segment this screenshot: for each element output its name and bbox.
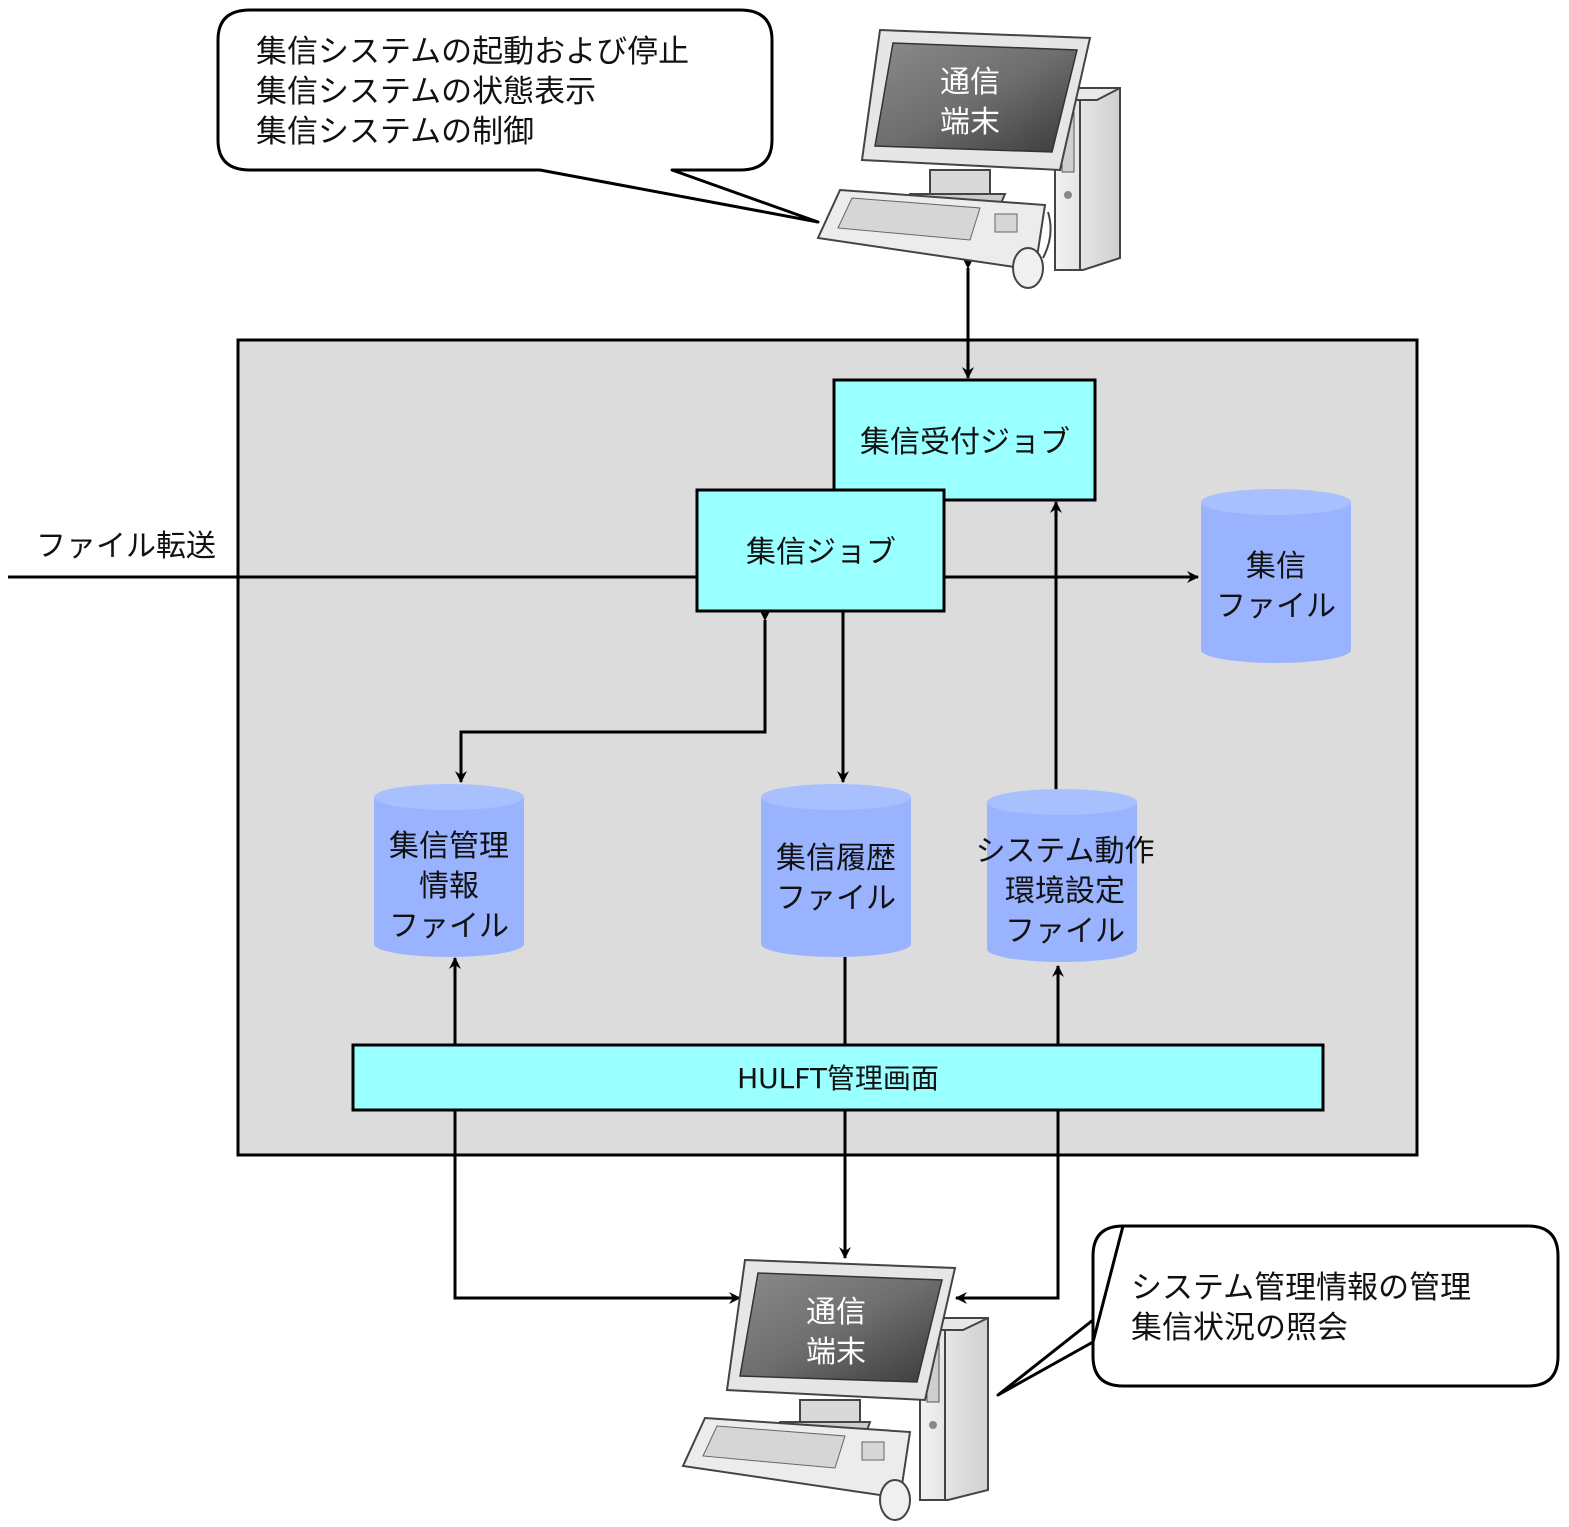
terminal-bottom-label-1: 通信 [806, 1295, 866, 1330]
env-file-cylinder: システム動作 環境設定 ファイル [975, 789, 1155, 962]
mgmt-info-file-cylinder: 集信管理 情報 ファイル [374, 784, 524, 957]
top-callout-line-1: 集信システムの起動および停止 [256, 34, 689, 70]
collect-file-cylinder: 集信 ファイル [1201, 489, 1351, 663]
history-file-cylinder: 集信履歴 ファイル [761, 784, 911, 957]
system-area [236, 338, 1419, 1157]
top-callout: 集信システムの起動および停止 集信システムの状態表示 集信システムの制御 [216, 8, 820, 224]
arrow-hulft-right-to-terminal [955, 1110, 1060, 1304]
receive-job-label: 集信受付ジョブ [860, 425, 1070, 460]
file-transfer-label: ファイル転送 [36, 529, 216, 564]
history-file-label-2: ファイル [776, 881, 896, 916]
hulft-screen-label: HULFT管理画面 [737, 1062, 939, 1095]
top-callout-line-2: 集信システムの状態表示 [256, 74, 596, 110]
terminal-top-label-2: 端末 [940, 105, 1000, 140]
mgmt-info-file-label-2: 情報 [419, 869, 479, 904]
top-callout-line-3: 集信システムの制御 [256, 114, 534, 150]
receive-job-box: 集信受付ジョブ [832, 378, 1097, 502]
bottom-callout-line-2: 集信状況の照会 [1131, 1310, 1348, 1346]
history-file-label-1: 集信履歴 [776, 841, 896, 876]
env-file-label-2: 環境設定 [1005, 874, 1125, 909]
bottom-callout: システム管理情報の管理 集信状況の照会 [996, 1224, 1560, 1397]
env-file-label-1: システム動作 [975, 834, 1154, 869]
bottom-callout-line-1: システム管理情報の管理 [1131, 1270, 1471, 1306]
terminal-bottom-label-2: 端末 [806, 1335, 866, 1370]
terminal-top: 通信 端末 [816, 28, 1121, 289]
arrow-job-mgmt-file [455, 609, 771, 783]
arrow-hulft-left-to-terminal [453, 1110, 741, 1304]
hulft-screen-box: HULFT管理画面 [351, 1043, 1325, 1112]
collect-job-label: 集信ジョブ [746, 535, 896, 570]
collect-job-box: 集信ジョブ [695, 488, 946, 613]
collect-file-label-1: 集信 [1246, 549, 1306, 584]
terminal-bottom: 通信 端末 [681, 1258, 989, 1521]
terminal-top-label-1: 通信 [940, 65, 1000, 100]
mgmt-info-file-label-1: 集信管理 [389, 829, 509, 864]
env-file-label-3: ファイル [1005, 914, 1125, 949]
mgmt-info-file-label-3: ファイル [389, 909, 509, 944]
collect-file-label-2: ファイル [1216, 589, 1336, 624]
